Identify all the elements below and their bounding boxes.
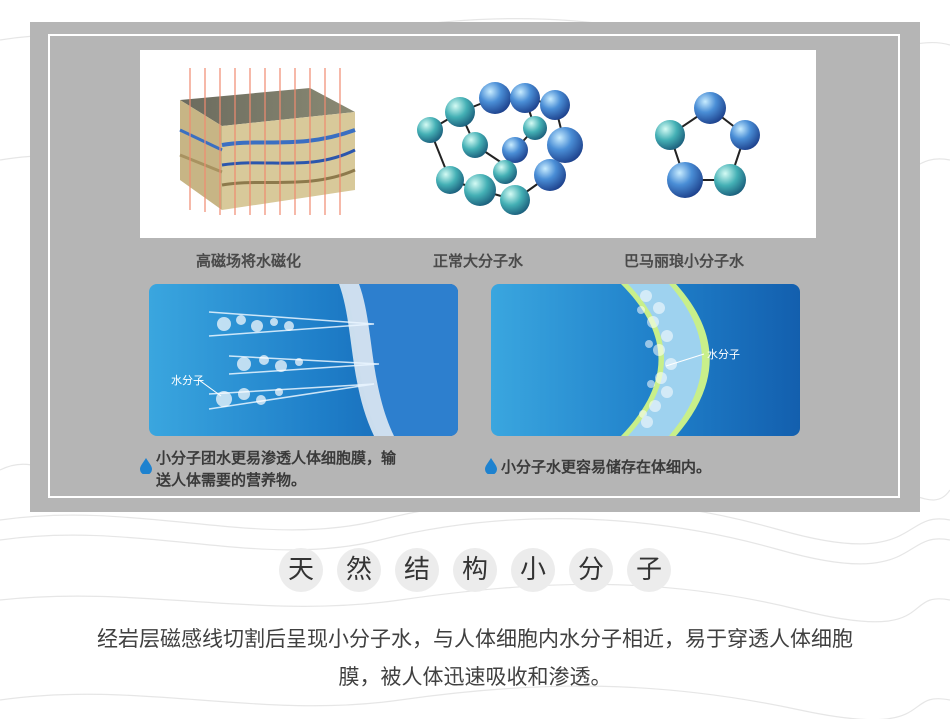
title-char: 子 [627, 548, 671, 592]
cell-storage-illustration [621, 284, 710, 436]
panel-left-label: 水分子 [171, 374, 204, 387]
rock-strata-illustration [179, 68, 356, 215]
membrane-penetration-illustration [198, 284, 458, 436]
title-char: 天 [279, 548, 323, 592]
cell-storage-panel: 水分子 [491, 284, 800, 436]
caption-magnetize: 高磁场将水磁化 [196, 252, 302, 270]
large-water-molecule-illustration [417, 82, 583, 215]
caption-normal-molecule: 正常大分子水 [433, 252, 524, 270]
title-char: 构 [453, 548, 497, 592]
caption-small-molecule: 巴马丽琅小分子水 [624, 252, 745, 270]
water-drop-icon [485, 458, 497, 474]
left-panel-description: 小分子团水更易渗透人体细胞膜，输 送人体需要的营养物。 [156, 447, 466, 491]
title-char: 小 [511, 548, 555, 592]
title-char: 分 [569, 548, 613, 592]
section-title: 天然结构小分子 [0, 548, 950, 592]
body-paragraph: 经岩层磁感线切割后呈现小分子水，与人体细胞内水分子相近，易于穿透人体细胞 膜，被… [40, 620, 910, 696]
title-char: 然 [337, 548, 381, 592]
illustration-strip [140, 50, 816, 238]
membrane-penetration-panel: 水分子 [149, 284, 458, 436]
left-desc-line-1: 小分子团水更易渗透人体细胞膜，输 [156, 449, 397, 467]
water-drop-icon [140, 458, 152, 474]
small-water-molecule-illustration [655, 92, 760, 198]
body-line-1: 经岩层磁感线切割后呈现小分子水，与人体细胞内水分子相近，易于穿透人体细胞 [97, 627, 853, 651]
panel-frame [48, 34, 900, 498]
info-panel: 高磁场将水磁化 正常大分子水 巴马丽琅小分子水 水分子 [30, 22, 920, 512]
body-line-2: 膜，被人体迅速吸收和渗透。 [338, 665, 612, 689]
right-panel-description: 小分子水更容易储存在体细内。 [501, 458, 712, 476]
left-desc-line-2: 送人体需要的营养物。 [156, 471, 307, 489]
title-char: 结 [395, 548, 439, 592]
panel-right-label: 水分子 [707, 348, 740, 361]
